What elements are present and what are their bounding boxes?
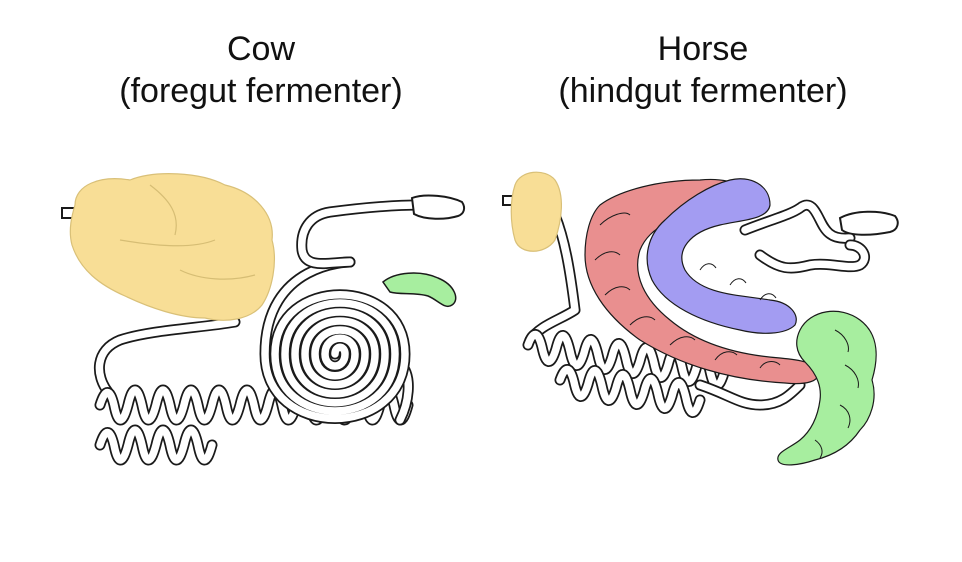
horse-title-line1: Horse <box>657 30 749 68</box>
cow-digestive-tract <box>61 173 466 466</box>
cow-cecum-icon <box>381 272 457 308</box>
horse-title-line2: (hindgut fermenter) <box>558 72 848 110</box>
cow-title: Cow (foregut fermenter) <box>81 28 441 112</box>
cow-rectum <box>296 194 466 270</box>
horse-small-intestine <box>522 209 806 418</box>
cow-spiral-colon <box>259 256 411 424</box>
cow-stomach-icon <box>69 173 275 321</box>
cow-title-line1: Cow <box>226 30 296 68</box>
horse-cecum-icon <box>777 310 877 466</box>
horse-title: Horse (hindgut fermenter) <box>523 28 883 112</box>
horse-stomach-icon <box>510 171 563 252</box>
horse-small-colon <box>739 199 899 274</box>
horse-digestive-tract <box>502 171 899 466</box>
cow-title-line2: (foregut fermenter) <box>119 72 403 110</box>
horse-large-colon-dorsal-icon <box>646 178 797 334</box>
